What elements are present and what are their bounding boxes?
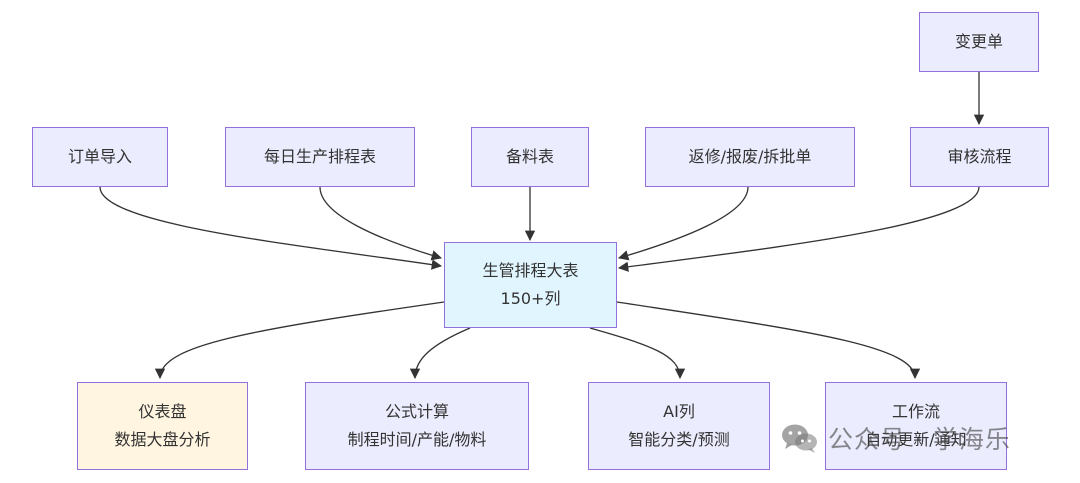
edge-master-table-to-ai-column (589, 327, 686, 380)
node-material-prep: 备料表 (471, 127, 589, 187)
node-change-order-label: 变更单 (954, 32, 1003, 51)
node-ai-column-label: AI列 (663, 402, 695, 421)
node-change-order: 变更单 (919, 12, 1039, 72)
node-ai-column: AI列 智能分类/预测 (588, 382, 770, 470)
node-review-flow-label: 审核流程 (947, 147, 1012, 166)
node-dashboard-label: 仪表盘 (138, 402, 187, 421)
node-workflow-label: 工作流 (891, 402, 940, 421)
node-master-table: 生管排程大表 150+列 (444, 242, 617, 328)
node-formula-label: 公式计算 (384, 402, 449, 421)
edge-order-import-to-master-table (99, 186, 443, 270)
edge-rework-scrap-to-master-table (618, 186, 749, 261)
node-master-table-label: 生管排程大表 (482, 261, 579, 280)
node-workflow-sublabel: 自动更新/通知 (865, 430, 967, 449)
node-ai-column-sublabel: 智能分类/预测 (628, 430, 730, 449)
node-rework-scrap-label: 返修/报废/拆批单 (688, 147, 812, 166)
node-master-table-sublabel: 150+列 (500, 289, 561, 308)
edge-master-table-to-workflow (616, 301, 921, 380)
node-rework-scrap: 返修/报废/拆批单 (645, 127, 855, 187)
node-workflow: 工作流 自动更新/通知 (825, 382, 1007, 470)
node-material-prep-label: 备料表 (505, 147, 554, 166)
node-order-import-label: 订单导入 (67, 147, 132, 166)
edge-master-table-to-formula (409, 327, 471, 380)
node-dashboard: 仪表盘 数据大盘分析 (77, 382, 248, 470)
node-review-flow: 审核流程 (910, 127, 1049, 187)
edge-review-flow-to-master-table (617, 186, 980, 272)
node-daily-schedule-label: 每日生产排程表 (263, 147, 376, 166)
node-order-import: 订单导入 (32, 127, 168, 187)
node-formula: 公式计算 制程时间/产能/物料 (305, 382, 529, 470)
node-dashboard-sublabel: 数据大盘分析 (114, 430, 211, 449)
node-daily-schedule: 每日生产排程表 (225, 127, 415, 187)
edge-master-table-to-dashboard (154, 301, 445, 380)
edge-daily-schedule-to-master-table (319, 186, 442, 261)
node-formula-sublabel: 制程时间/产能/物料 (347, 430, 487, 449)
